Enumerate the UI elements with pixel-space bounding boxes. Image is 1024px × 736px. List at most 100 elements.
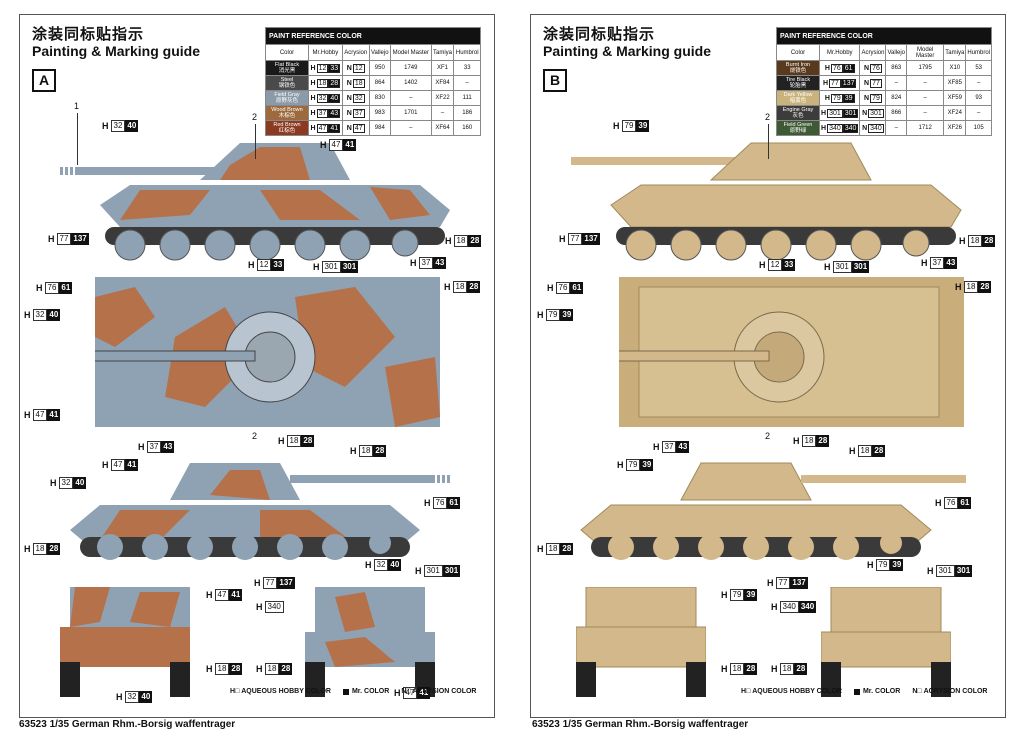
col-header: Color (265, 44, 309, 61)
page-title: Painting & Marking guide (32, 43, 201, 59)
col-header: Humbrol (965, 44, 992, 61)
legend-mr: Mr. COLOR (862, 688, 901, 695)
col-header: Model Master (906, 44, 945, 61)
humbrol-code: 33 (453, 60, 481, 76)
table-header: PAINT REFERENCE COLOR (776, 27, 992, 45)
col-header: Acrysion (341, 44, 370, 61)
model-master-code: 1402 (389, 75, 432, 91)
page-title-cn: 涂装同标贴指示 (32, 25, 145, 43)
rear-view (305, 587, 435, 697)
painting-guide-sheet-a: 涂装同标贴指示 Painting & Marking guide A PAINT… (19, 14, 495, 718)
model-master-code: 1712 (906, 120, 945, 136)
vallejo-code: 863 (885, 60, 908, 76)
tamiya-code: XF26 (943, 120, 967, 136)
top-view (95, 277, 440, 427)
page-title: Painting & Marking guide (543, 43, 712, 59)
callout-number: 2 (765, 431, 771, 441)
top-view (619, 277, 964, 427)
front-view (60, 587, 190, 697)
legend-mr: Mr. COLOR (351, 688, 390, 695)
vallejo-code: 864 (368, 75, 391, 91)
side-view-left (571, 142, 962, 245)
col-header: Vallejo (368, 44, 391, 61)
humbrol-code: 111 (453, 90, 481, 106)
paint-reference-table: PAINT REFERENCE COLOR Color Mr.Hobby Acr… (776, 27, 992, 136)
humbrol-code: 105 (965, 120, 992, 136)
model-master-code: – (389, 90, 432, 106)
tamiya-code: XF64 (430, 120, 455, 136)
model-master-code: – (389, 120, 432, 136)
tamiya-code: XF85 (943, 75, 967, 91)
front-view (576, 587, 706, 697)
col-header: Humbrol (453, 44, 481, 61)
tamiya-code: XF84 (430, 75, 455, 91)
callout-number: 1 (74, 101, 80, 111)
model-master-code: – (906, 90, 945, 106)
wheel-row-left (625, 229, 930, 261)
humbrol-code: 53 (965, 60, 992, 76)
footer-caption: 63523 1/35 German Rhm.-Borsig waffentrag… (19, 719, 236, 730)
square-icon (342, 688, 349, 695)
col-header: Color (776, 44, 820, 61)
legend-aqueous: AQUEOUS HOBBY COLOR (241, 688, 331, 695)
scheme-letter: A (32, 69, 56, 92)
vallejo-code: 950 (368, 60, 391, 76)
humbrol-code: – (453, 75, 481, 91)
model-master-code: 1749 (389, 60, 432, 76)
col-header: Acrysion (859, 44, 887, 61)
callout-number: 2 (252, 431, 258, 441)
table-header: PAINT REFERENCE COLOR (265, 27, 481, 45)
side-view-right (580, 462, 966, 560)
tamiya-code: – (430, 105, 455, 121)
legend-a: H□ AQUEOUS HOBBY COLOR Mr. COLOR N□ ACRY… (230, 688, 477, 695)
vallejo-code: – (885, 120, 908, 136)
vallejo-code: 866 (885, 105, 908, 121)
humbrol-code: – (965, 105, 992, 121)
